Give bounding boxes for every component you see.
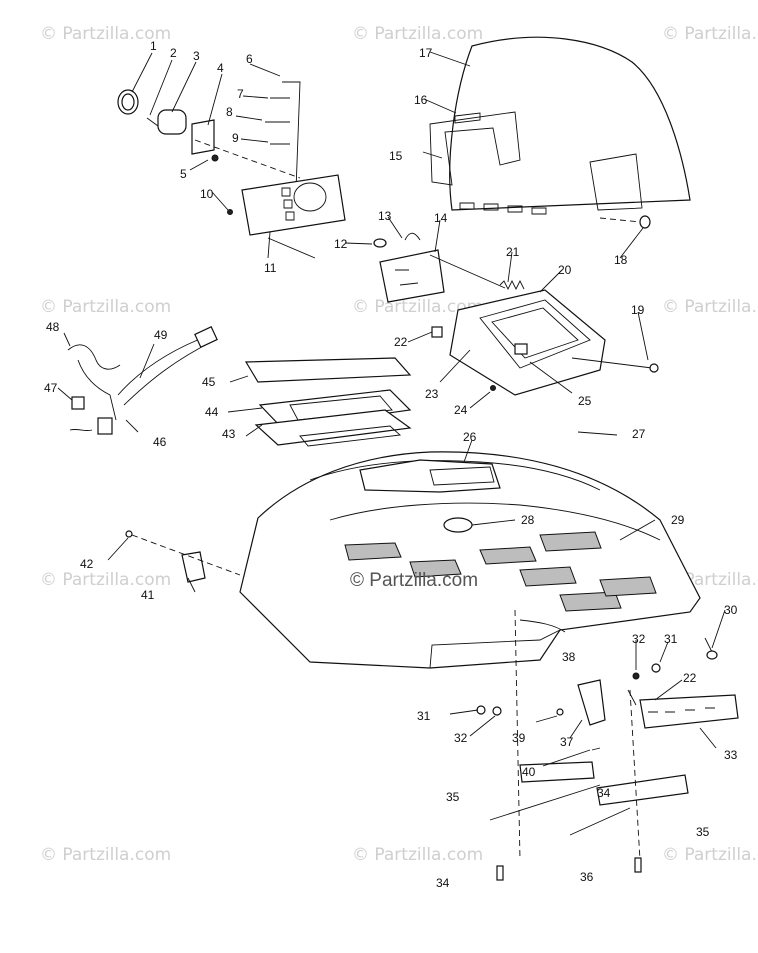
watermark: © Partzilla.com: [662, 24, 758, 44]
label-29: 29: [671, 513, 685, 527]
label-32: 32: [454, 731, 468, 745]
label-28: 28: [521, 513, 535, 527]
label-19: 19: [631, 303, 645, 317]
label-3: 3: [193, 49, 200, 63]
label-42: 42: [80, 557, 94, 571]
label-7: 7: [237, 87, 244, 101]
label-41: 41: [141, 588, 155, 602]
label-24: 24: [454, 403, 468, 417]
watermark: © Partzilla.com: [662, 845, 758, 865]
label-23: 23: [425, 387, 439, 401]
label-21: 21: [506, 245, 520, 259]
watermark: © Partzilla.com: [352, 24, 484, 44]
label-44: 44: [205, 405, 219, 419]
label-39: 39: [512, 731, 526, 745]
label-43: 43: [222, 427, 236, 441]
label-17: 17: [419, 46, 433, 60]
label-31: 31: [417, 709, 431, 723]
label-33: 33: [724, 748, 738, 762]
label-4: 4: [217, 61, 224, 75]
label-12: 12: [334, 237, 348, 251]
label-22: 22: [394, 335, 408, 349]
label-38: 38: [562, 650, 576, 664]
label-35: 35: [446, 790, 460, 804]
label-8: 8: [226, 105, 233, 119]
label-14: 14: [434, 211, 448, 225]
watermark: © Partzilla.com: [662, 297, 758, 317]
label-18: 18: [614, 253, 628, 267]
windshield: [449, 36, 691, 211]
label-35b: 35: [696, 825, 710, 839]
label-20: 20: [558, 263, 572, 277]
watermark: © Partzilla.com: [40, 845, 172, 865]
label-36: 36: [580, 870, 594, 884]
label-5: 5: [180, 167, 187, 181]
label-40: 40: [522, 765, 536, 779]
label-22b: 22: [683, 671, 697, 685]
watermark: © Partzilla.com: [40, 24, 172, 44]
label-15: 15: [389, 149, 403, 163]
watermark: © Partzilla.com: [352, 845, 484, 865]
label-6: 6: [246, 52, 253, 66]
label-10: 10: [200, 187, 214, 201]
label-13: 13: [378, 209, 392, 223]
label-47: 47: [44, 381, 58, 395]
watermark: © Partzilla.com: [352, 297, 484, 317]
label-34: 34: [436, 876, 450, 890]
label-11: 11: [264, 261, 277, 275]
label-49: 49: [154, 328, 168, 342]
label-9: 9: [232, 131, 239, 145]
label-2: 2: [170, 46, 177, 60]
label-30: 30: [724, 603, 738, 617]
label-37: 37: [560, 735, 574, 749]
label-45: 45: [202, 375, 216, 389]
label-25: 25: [578, 394, 592, 408]
label-26: 26: [463, 430, 477, 444]
center-watermark: © Partzilla.com: [350, 570, 479, 591]
label-1: 1: [150, 39, 157, 53]
label-48: 48: [46, 320, 60, 334]
watermark: © Partzilla.com: [40, 297, 172, 317]
label-27: 27: [632, 427, 646, 441]
hood: [239, 451, 701, 669]
label-16: 16: [414, 93, 428, 107]
console-housing: [449, 289, 606, 396]
label-32b: 32: [632, 632, 646, 646]
label-34b: 34: [597, 786, 611, 800]
label-31b: 31: [664, 632, 678, 646]
label-46: 46: [153, 435, 167, 449]
watermark: © Partzilla.com: [40, 570, 172, 590]
